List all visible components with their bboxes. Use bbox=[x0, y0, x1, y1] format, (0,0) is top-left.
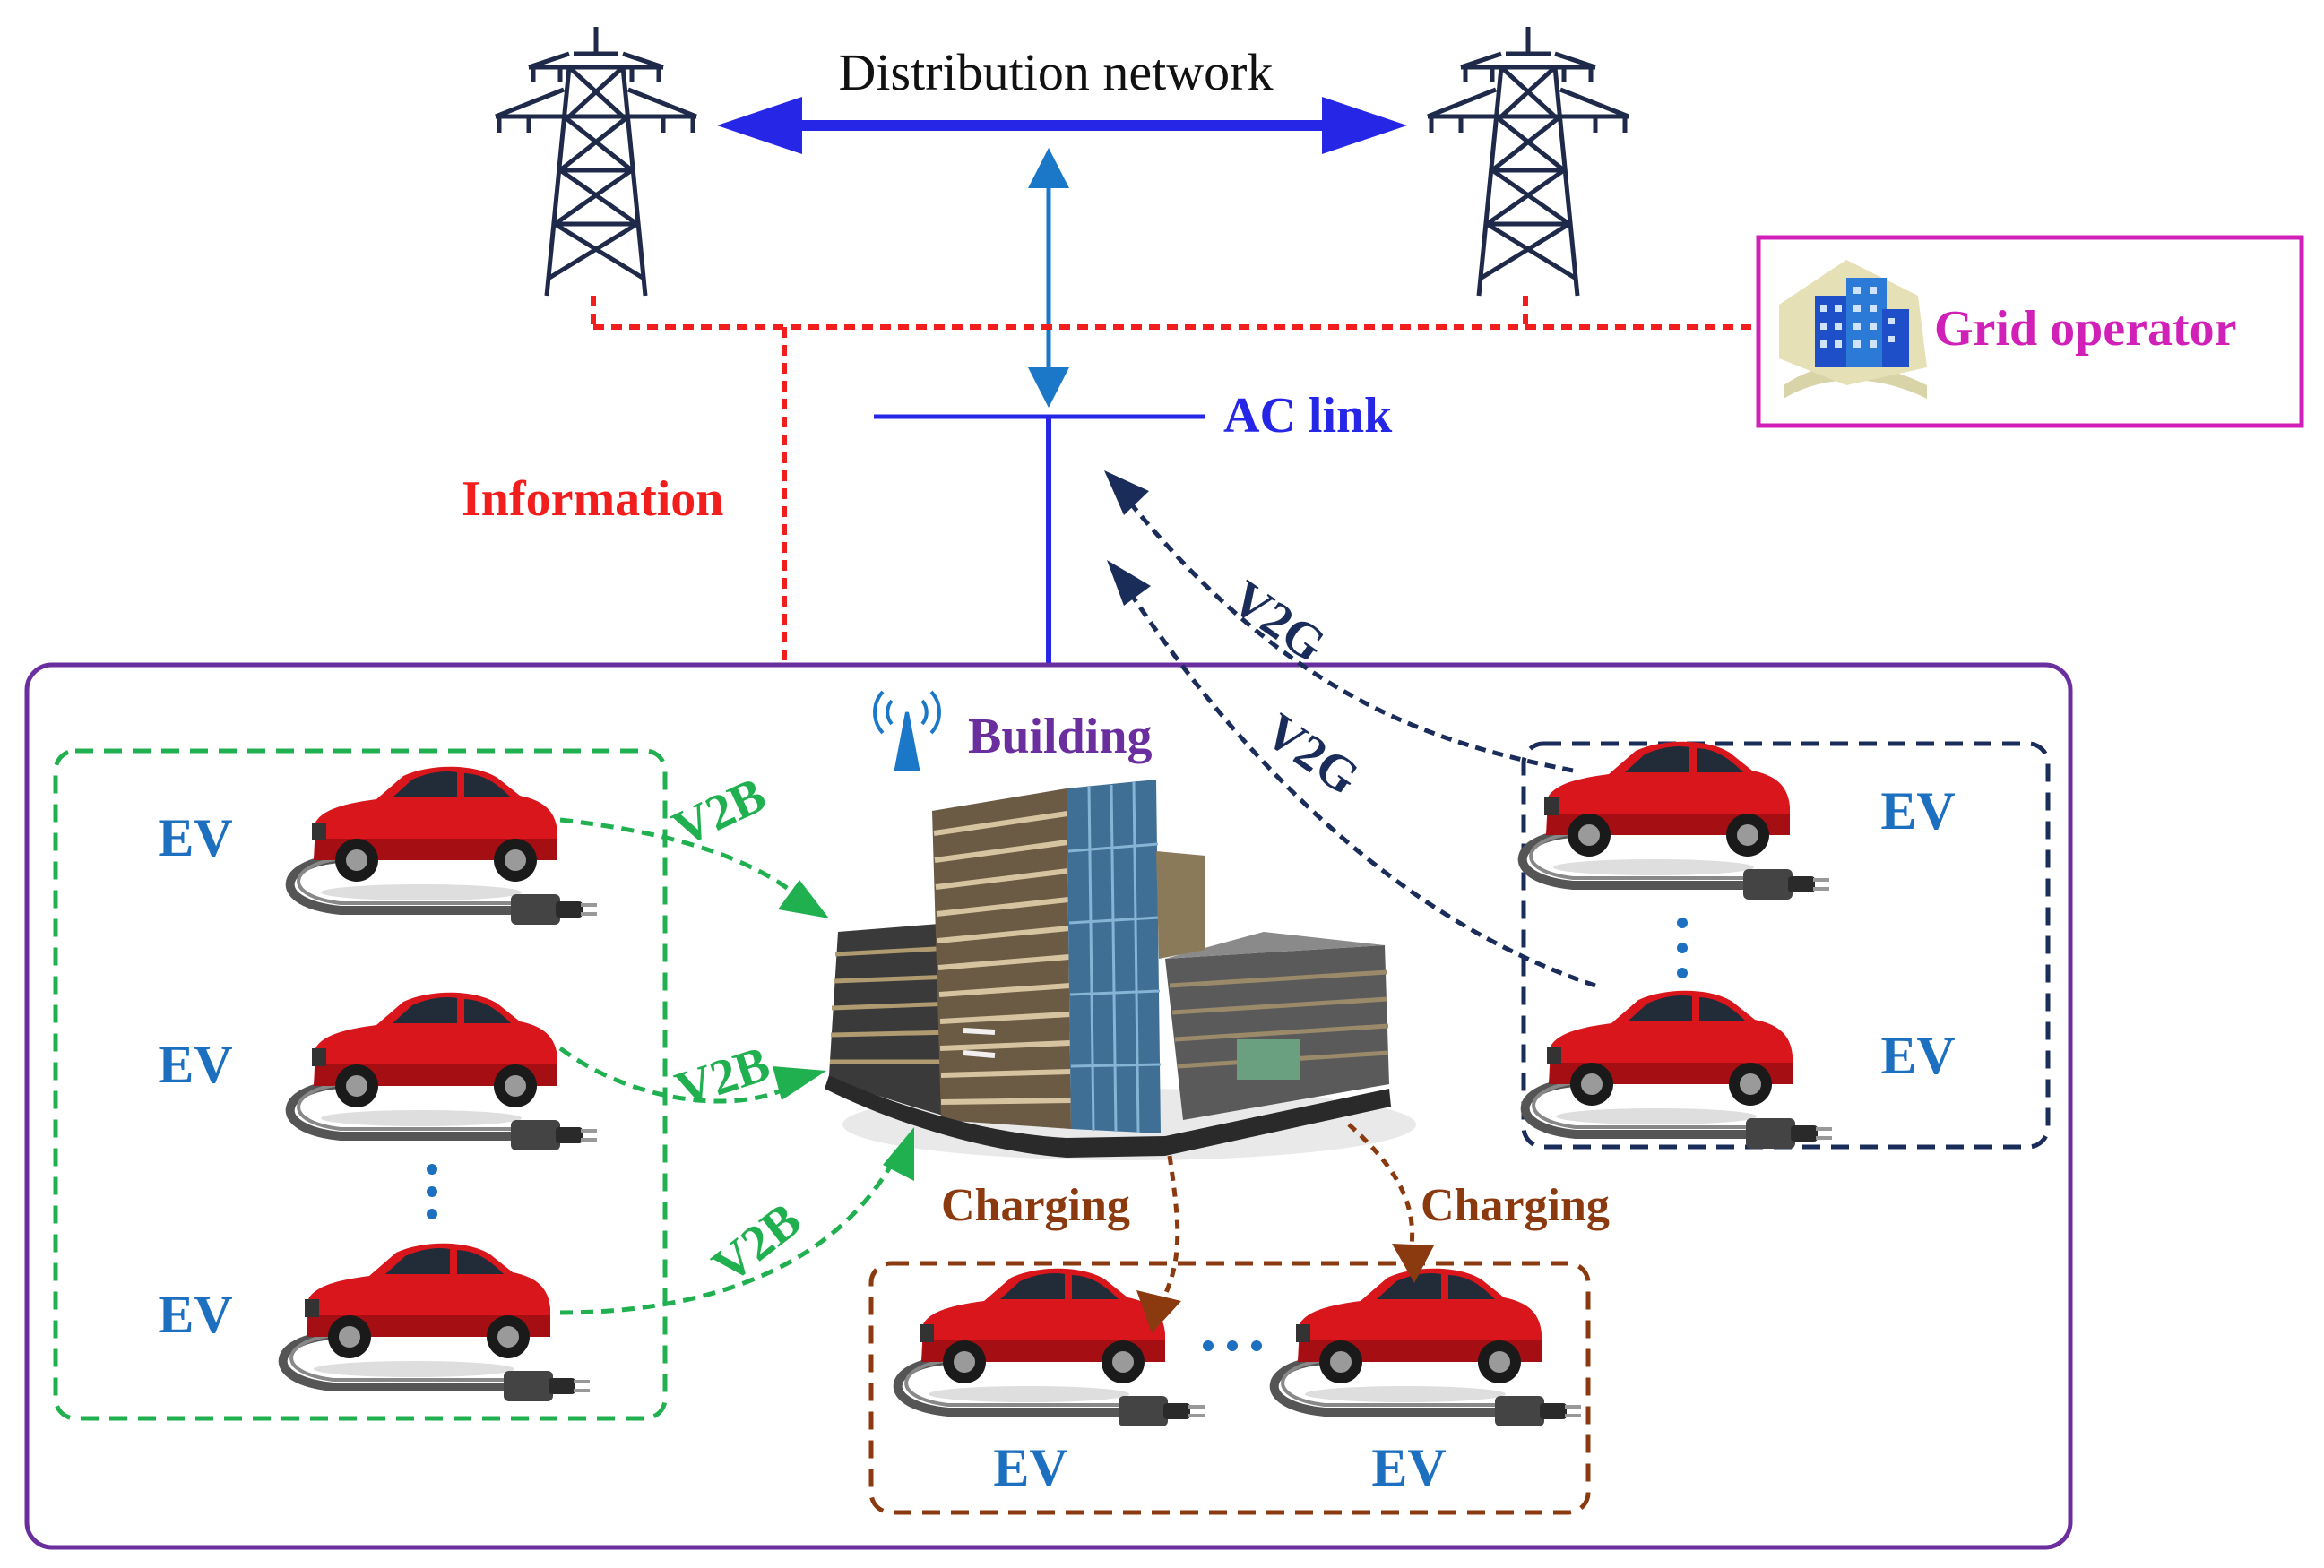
charging-arrowheads bbox=[1136, 1244, 1434, 1333]
v2b-label: V2B bbox=[664, 767, 773, 857]
ac-link-label: AC link bbox=[1223, 388, 1393, 444]
information-lines bbox=[591, 296, 1758, 665]
building-area-box bbox=[24, 662, 2073, 1550]
electric-car-icon bbox=[1274, 1269, 1581, 1426]
ev-label: EV bbox=[1371, 1438, 1446, 1497]
electric-car-icon bbox=[290, 993, 597, 1150]
ev-label: EV bbox=[158, 1285, 232, 1344]
ev-label: EV bbox=[158, 1035, 232, 1094]
charging-arrows bbox=[1162, 1123, 1415, 1297]
ev-label: EV bbox=[1880, 781, 1955, 840]
transmission-tower-left-icon bbox=[496, 27, 696, 296]
ev-label: EV bbox=[993, 1438, 1067, 1497]
v2g-label: V2G bbox=[1255, 702, 1369, 806]
electric-car-icon bbox=[1523, 742, 1829, 900]
electric-car-icon bbox=[283, 1244, 590, 1401]
horizontal-ellipsis-icon bbox=[1203, 1340, 1262, 1351]
v2g-arrows bbox=[1127, 500, 1596, 988]
ev-label: EV bbox=[1880, 1026, 1955, 1085]
network-ac-link-arrow bbox=[1028, 148, 1069, 408]
charging-label: Charging bbox=[1421, 1180, 1610, 1231]
building-icon bbox=[825, 780, 1416, 1160]
vertical-ellipsis-icon bbox=[1677, 918, 1688, 978]
v2b-label: V2B bbox=[669, 1036, 776, 1118]
v2g-arrowheads bbox=[1104, 470, 1151, 606]
electric-car-icon bbox=[898, 1269, 1205, 1426]
wireless-antenna-icon bbox=[873, 690, 941, 771]
vertical-ellipsis-icon bbox=[427, 1164, 437, 1219]
transmission-tower-right-icon bbox=[1428, 27, 1629, 296]
grid-operator-label: Grid operator bbox=[1934, 301, 2236, 357]
ev-label: EV bbox=[158, 808, 232, 867]
grid-operator-box bbox=[1756, 235, 2304, 428]
charging-label: Charging bbox=[941, 1180, 1130, 1231]
v2b-arrowheads bbox=[773, 880, 914, 1181]
electric-car-icon bbox=[1525, 991, 1832, 1149]
v2g-label: V2G bbox=[1221, 570, 1335, 673]
ac-link-bus bbox=[874, 414, 1205, 665]
distribution-network-arrow bbox=[717, 97, 1407, 154]
electric-car-icon bbox=[290, 767, 597, 925]
grid-operator-building-icon bbox=[1779, 260, 1927, 399]
distribution-network-label: Distribution network bbox=[839, 43, 1274, 101]
building-label: Building bbox=[968, 709, 1152, 764]
information-label: Information bbox=[462, 471, 723, 527]
charging-ev-group-box bbox=[868, 1261, 1591, 1515]
v2b-label: V2B bbox=[703, 1193, 812, 1295]
v2b-arrows bbox=[558, 817, 899, 1315]
